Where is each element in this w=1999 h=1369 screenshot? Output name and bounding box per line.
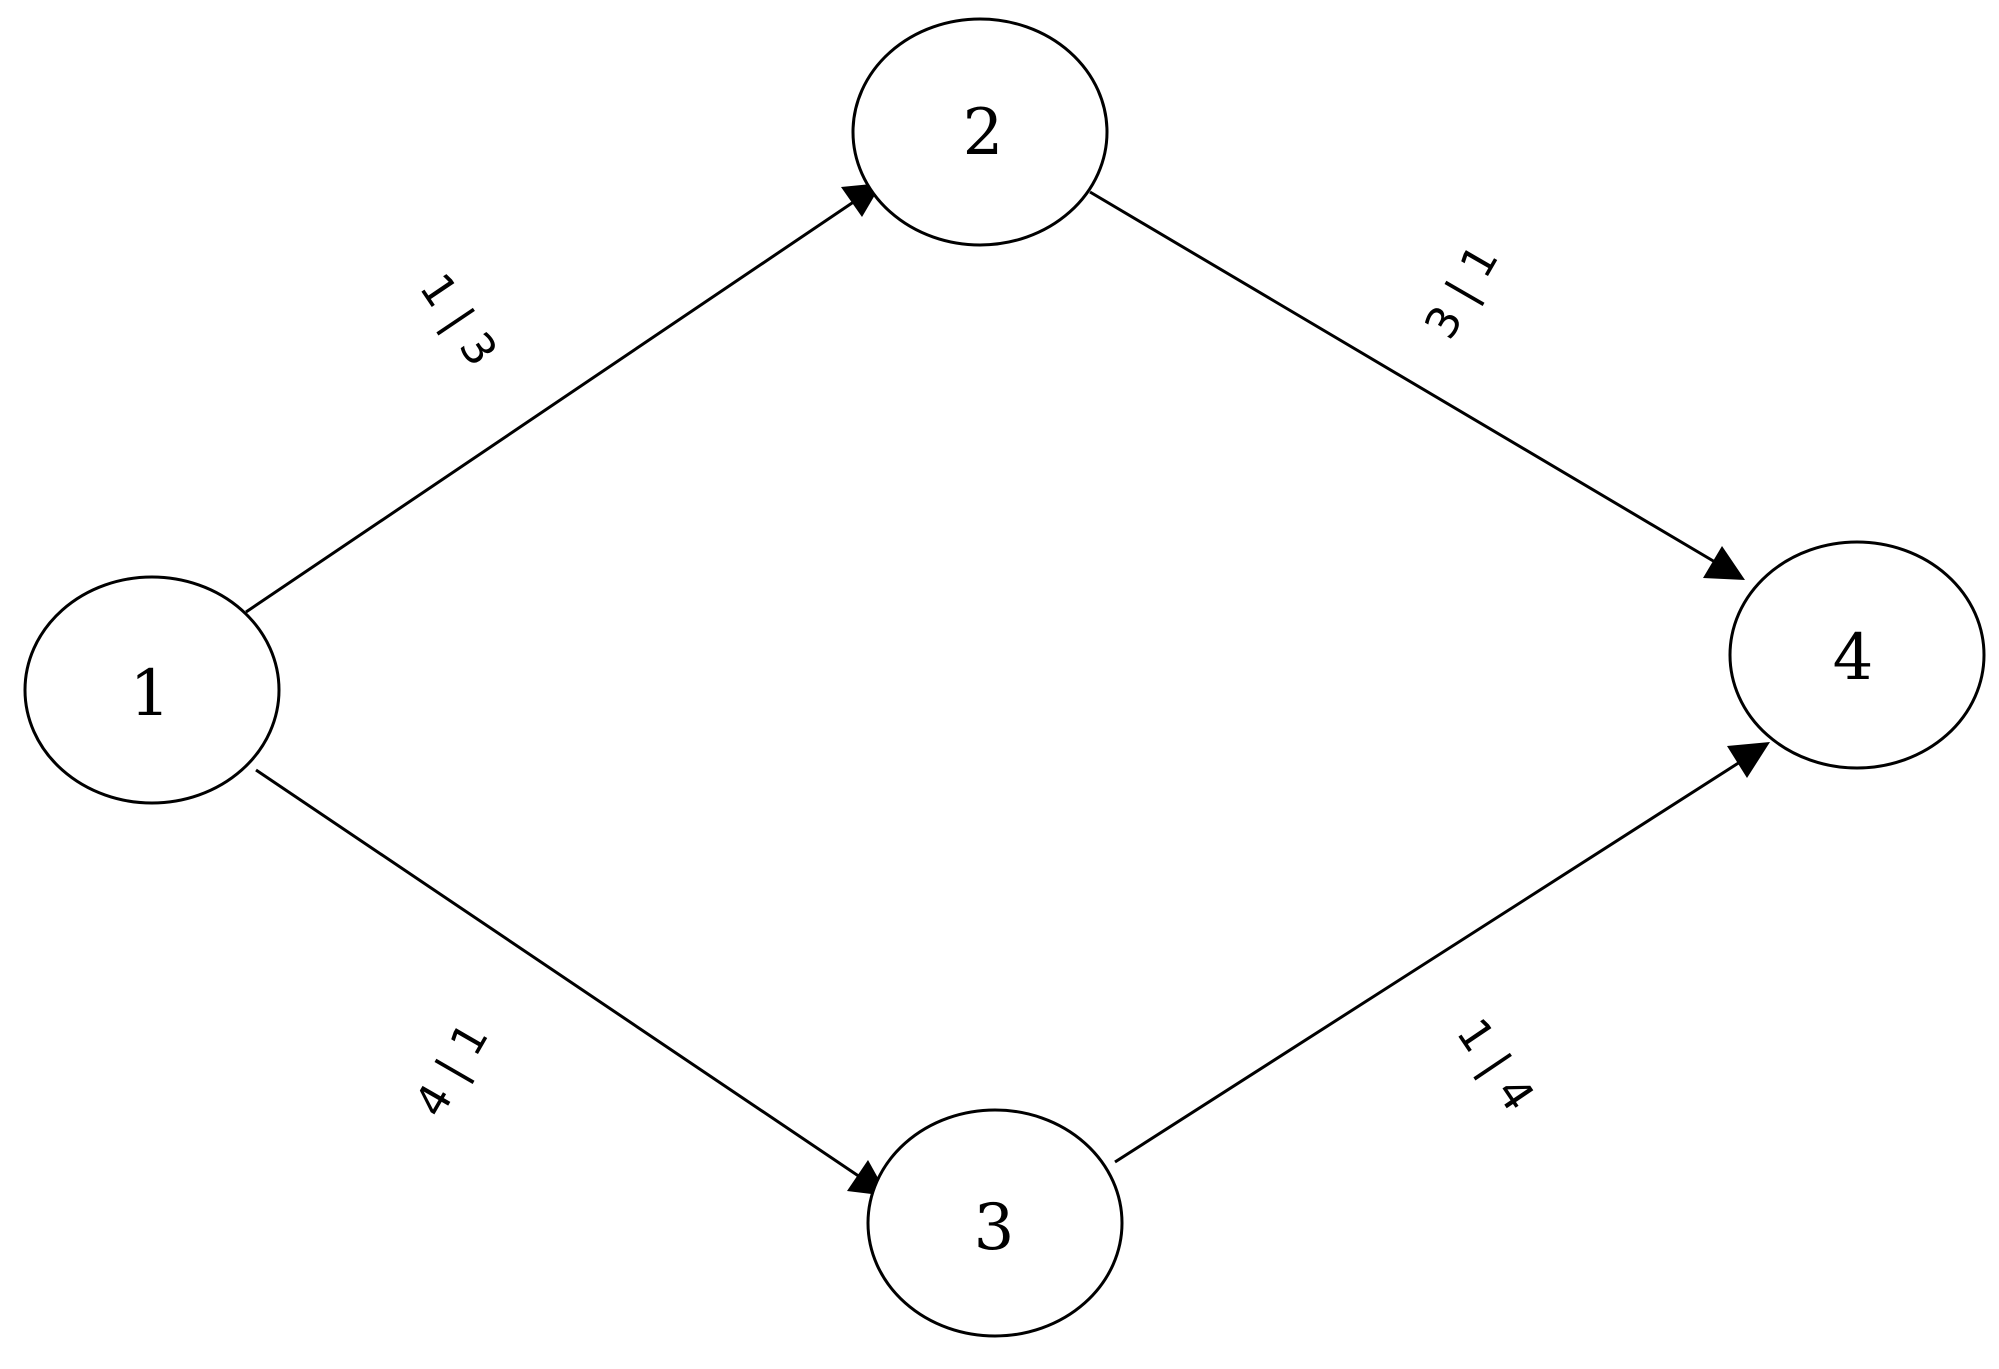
node-2: 2 <box>851 17 1109 247</box>
node-1-circle <box>23 575 281 805</box>
node-2-circle <box>851 17 1109 247</box>
edge-3-4-arrowhead <box>1727 742 1770 778</box>
edge-1-3-line <box>255 768 861 1179</box>
node-3: 3 <box>866 1108 1124 1338</box>
node-4-label: 4 <box>1833 621 1874 695</box>
node-1-label: 1 <box>130 657 171 731</box>
edge-1-3-label: 4 | 1 <box>405 1014 499 1125</box>
edge-3-4: 1 | 4 <box>1114 742 1770 1164</box>
edge-1-2-label: 1 | 3 <box>409 265 507 375</box>
node-4: 4 <box>1728 540 1986 770</box>
edge-1-3: 4 | 1 <box>255 768 888 1196</box>
edge-3-4-line <box>1114 760 1741 1164</box>
edge-1-2: 1 | 3 <box>245 183 882 614</box>
node-4-circle <box>1728 540 1986 770</box>
edge-2-4-line <box>1089 190 1716 564</box>
node-1: 1 <box>23 575 281 805</box>
node-3-circle <box>866 1108 1124 1338</box>
edge-2-4-label: 3 | 1 <box>1415 236 1509 347</box>
edge-3-4-label: 1 | 4 <box>1446 1010 1544 1120</box>
node-3-label: 3 <box>974 1191 1015 1265</box>
edge-1-2-line <box>245 199 856 614</box>
edge-2-4-arrowhead <box>1703 546 1745 580</box>
edge-2-4: 3 | 1 <box>1089 190 1745 580</box>
node-2-label: 2 <box>963 96 1004 170</box>
